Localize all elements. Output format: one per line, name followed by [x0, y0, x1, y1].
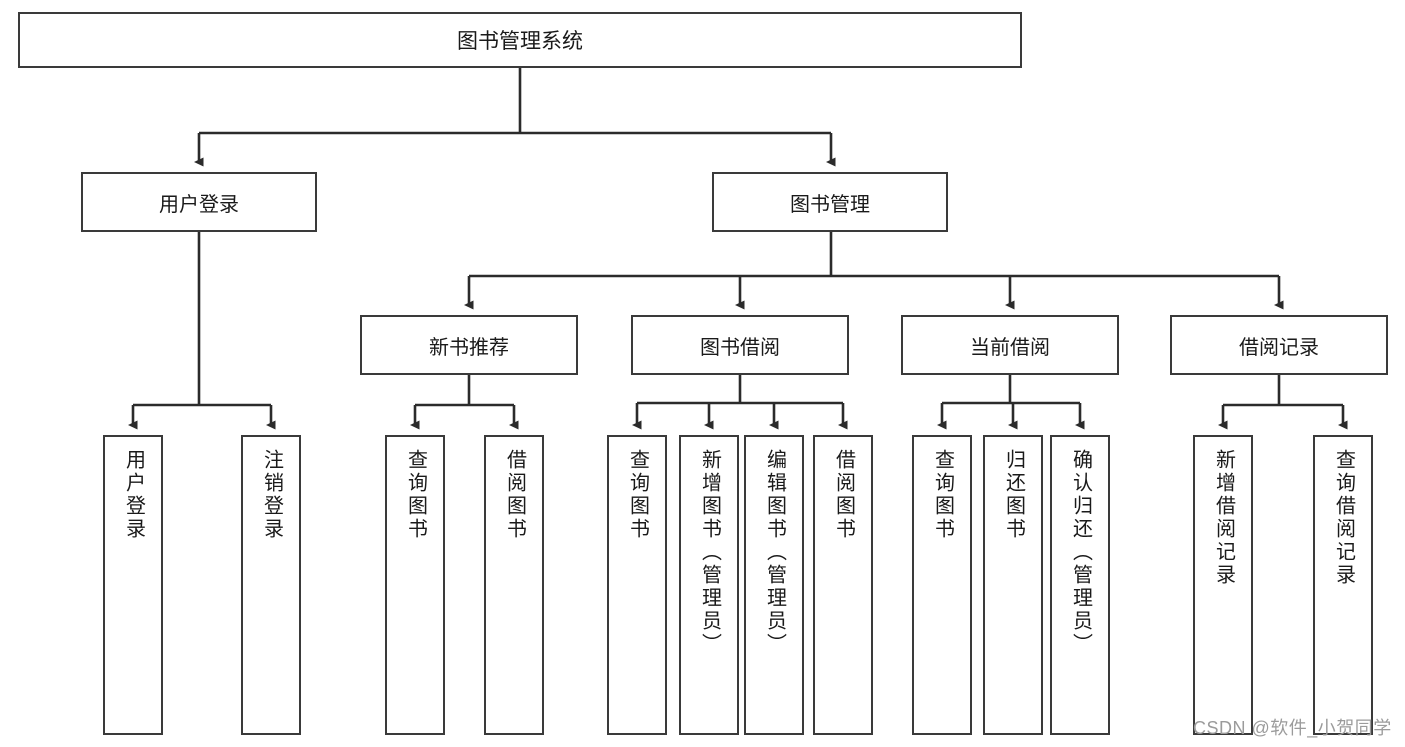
leaf-query-borrow-record-label: 查询借阅记录	[1332, 449, 1355, 587]
node-new-book-recommend-label: 新书推荐	[429, 336, 509, 359]
leaf-user-login-label: 用户登录	[122, 449, 145, 541]
node-borrow-record[interactable]: 借阅记录	[1170, 315, 1388, 375]
node-user-login-label: 用户登录	[159, 193, 239, 216]
leaf-edit-book-admin-label: 编辑图书（管理员）	[763, 449, 786, 656]
leaf-user-logout-label: 注销登录	[260, 449, 283, 541]
node-new-book-recommend[interactable]: 新书推荐	[360, 315, 578, 375]
leaf-borrow-book-label: 借阅图书	[832, 449, 855, 541]
node-current-borrow-label: 当前借阅	[970, 336, 1050, 359]
leaf-add-borrow-record[interactable]: 新增借阅记录	[1193, 435, 1253, 735]
leaf-confirm-return-admin[interactable]: 确认归还（管理员）	[1050, 435, 1110, 735]
node-book-management-label: 图书管理	[790, 193, 870, 216]
leaf-user-logout[interactable]: 注销登录	[241, 435, 301, 735]
leaf-return-book-label: 归还图书	[1002, 449, 1025, 541]
node-user-login[interactable]: 用户登录	[81, 172, 317, 232]
leaf-user-login[interactable]: 用户登录	[103, 435, 163, 735]
leaf-query-book-borrow-label: 查询图书	[626, 449, 649, 541]
leaf-query-book-borrow[interactable]: 查询图书	[607, 435, 667, 735]
node-book-management[interactable]: 图书管理	[712, 172, 948, 232]
leaf-query-book-recommend-label: 查询图书	[404, 449, 427, 541]
leaf-add-book-admin-label: 新增图书（管理员）	[698, 449, 721, 656]
leaf-borrow-book-recommend-label: 借阅图书	[503, 449, 526, 541]
node-root-label: 图书管理系统	[457, 30, 583, 53]
leaf-add-book-admin[interactable]: 新增图书（管理员）	[679, 435, 739, 735]
watermark: CSDN @软件_小贺同学	[1193, 718, 1392, 738]
node-current-borrow[interactable]: 当前借阅	[901, 315, 1119, 375]
leaf-borrow-book[interactable]: 借阅图书	[813, 435, 873, 735]
leaf-edit-book-admin[interactable]: 编辑图书（管理员）	[744, 435, 804, 735]
leaf-query-book-current[interactable]: 查询图书	[912, 435, 972, 735]
node-book-borrow-label: 图书借阅	[700, 336, 780, 359]
leaf-query-borrow-record[interactable]: 查询借阅记录	[1313, 435, 1373, 735]
leaf-confirm-return-admin-label: 确认归还（管理员）	[1069, 449, 1092, 656]
leaf-borrow-book-recommend[interactable]: 借阅图书	[484, 435, 544, 735]
leaf-query-book-recommend[interactable]: 查询图书	[385, 435, 445, 735]
node-book-borrow[interactable]: 图书借阅	[631, 315, 849, 375]
node-borrow-record-label: 借阅记录	[1239, 336, 1319, 359]
leaf-query-book-current-label: 查询图书	[931, 449, 954, 541]
leaf-return-book[interactable]: 归还图书	[983, 435, 1043, 735]
node-root[interactable]: 图书管理系统	[18, 12, 1022, 68]
leaf-add-borrow-record-label: 新增借阅记录	[1212, 449, 1235, 587]
